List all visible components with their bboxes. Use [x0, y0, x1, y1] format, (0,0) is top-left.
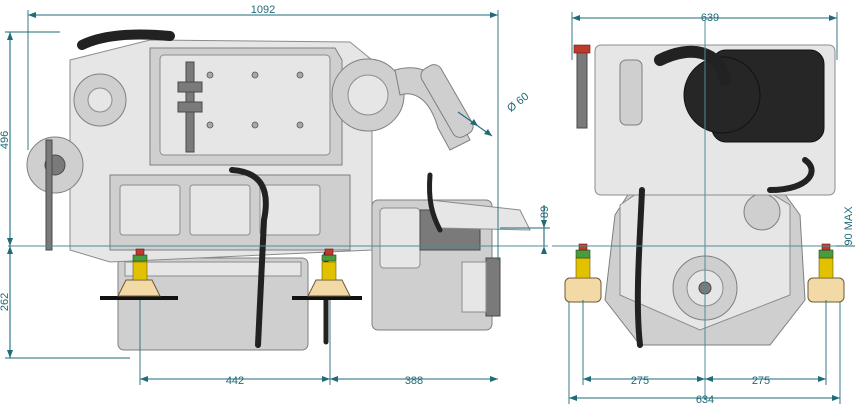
- overall-width-label: 639: [701, 12, 719, 24]
- block-panel: [119, 184, 181, 236]
- oil-pan-rim: [124, 261, 302, 277]
- turbo-hose: [654, 45, 731, 86]
- output-flange: [485, 257, 501, 317]
- mount-base: [292, 296, 362, 300]
- mount-pad: [117, 279, 161, 297]
- dim-mount-spacing: 442: [139, 300, 331, 387]
- front-hose-left: [634, 187, 645, 348]
- front-mount-left: [564, 243, 602, 303]
- mount-nut: [132, 254, 148, 262]
- left-offset-label: 275: [631, 375, 649, 387]
- front-hose-right: [767, 157, 815, 193]
- bolt: [296, 121, 304, 129]
- mount-stud: [575, 257, 591, 279]
- injector-clamp: [177, 101, 203, 113]
- output-shaft: [461, 261, 487, 313]
- mount-nut: [321, 254, 337, 262]
- mount-width-label: 634: [696, 394, 714, 406]
- bolt: [206, 121, 214, 129]
- engine-mount-rear: [292, 248, 362, 300]
- engine-mount-front: [100, 248, 178, 300]
- dim-base-height: 262: [0, 246, 130, 359]
- block-panel: [189, 184, 251, 236]
- dim-left-offset: 275: [582, 300, 705, 387]
- bolt: [206, 71, 214, 79]
- dim-overall-length: 1092: [27, 4, 499, 260]
- block-panel: [259, 184, 321, 236]
- exhaust-diameter-label: Ø 60: [505, 91, 531, 115]
- dim-right-offset: 275: [705, 300, 827, 387]
- dipstick-cap: [573, 44, 591, 54]
- belt: [45, 139, 53, 251]
- dipstick-tube: [576, 47, 588, 129]
- front-mount-right: [807, 243, 845, 303]
- mount-cap: [821, 243, 831, 251]
- mount-nut: [818, 249, 834, 259]
- turbo-inlet: [347, 74, 389, 116]
- rear-offset-label: 388: [405, 375, 423, 387]
- height-label: 496: [0, 131, 11, 149]
- fuel-filter: [619, 59, 643, 126]
- bolt: [296, 71, 304, 79]
- mount-cap: [324, 248, 334, 256]
- fuel-hose: [229, 167, 269, 348]
- exhaust-pipe: [420, 64, 474, 138]
- mount-cap: [578, 243, 588, 251]
- shaft-offset-label: 89: [539, 206, 551, 218]
- dim-mount-width: 634: [568, 302, 841, 406]
- gearbox-hose: [427, 172, 443, 233]
- bolt: [251, 121, 259, 129]
- injector-clamp: [177, 81, 203, 93]
- dim-max-angle: 90 MAX: [836, 206, 855, 247]
- mount-nut: [575, 249, 591, 259]
- mount-base: [100, 296, 178, 300]
- base-height-label: 262: [0, 293, 11, 311]
- intake-hose: [77, 29, 175, 50]
- rocker-cover-top: [159, 54, 331, 156]
- bolt: [251, 71, 259, 79]
- max-angle-label: 90 MAX: [843, 206, 855, 246]
- mount-stud: [132, 261, 148, 281]
- overall-length-label: 1092: [251, 4, 275, 16]
- mount-pad: [307, 279, 351, 297]
- dim-shaft-offset: 89: [500, 205, 551, 254]
- mount-pad: [807, 277, 845, 303]
- gear-cover: [743, 193, 781, 231]
- air-filter-cap: [683, 56, 761, 134]
- right-offset-label: 275: [752, 375, 770, 387]
- mount-stud: [818, 257, 834, 279]
- mount-stud: [321, 261, 337, 281]
- alternator-face: [87, 87, 113, 113]
- mount-spacing-label: 442: [226, 375, 244, 387]
- gearbox-plate: [379, 207, 421, 269]
- dim-overall-width: 639: [571, 12, 838, 60]
- dim-rear-offset: 388: [330, 375, 498, 387]
- dim-height: 496: [0, 31, 60, 246]
- side-view-engine: [26, 29, 531, 351]
- mount-pad: [564, 277, 602, 303]
- mount-cap: [135, 248, 145, 256]
